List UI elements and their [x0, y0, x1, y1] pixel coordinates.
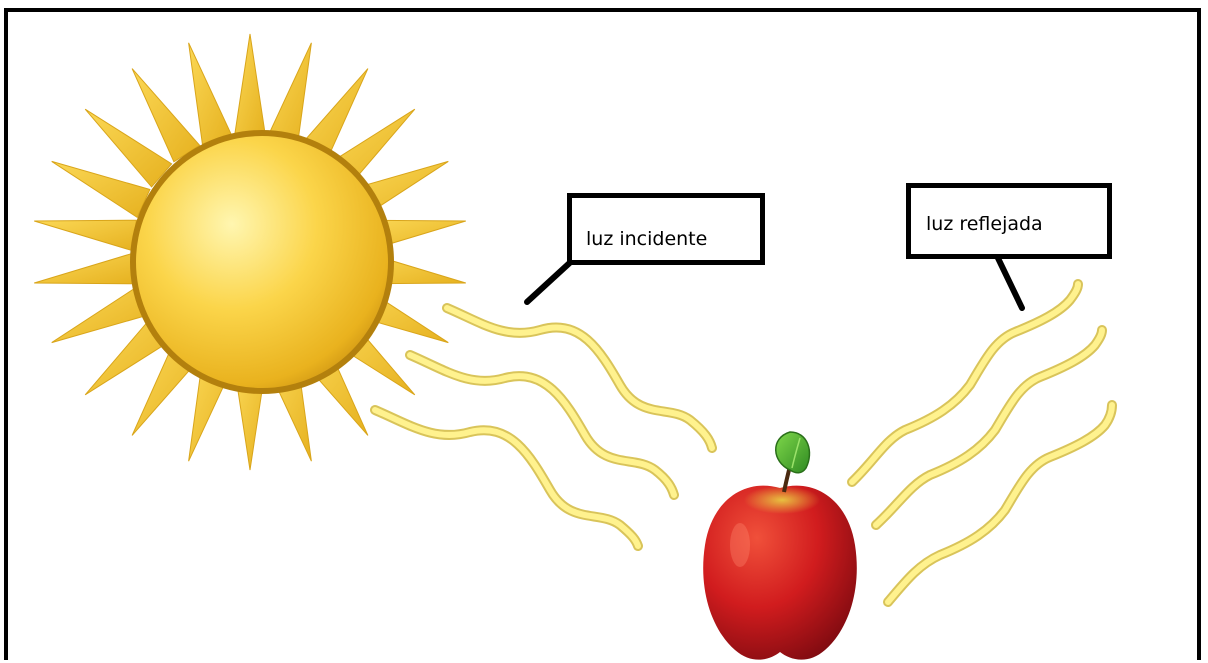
reflected-light-label: luz reflejada: [926, 213, 1043, 235]
incident-light-label: luz incidente: [586, 228, 707, 250]
reflected-wave-3: [888, 405, 1112, 602]
reflected-callout-pointer: [996, 254, 1022, 308]
incident-light-callout: luz incidente: [567, 193, 765, 265]
sun-ray: [34, 254, 136, 284]
sun-body: [136, 136, 388, 388]
apple-shine: [730, 523, 750, 567]
sun-ray: [189, 43, 232, 144]
apple-top-highlight: [744, 486, 820, 514]
leaf-icon: [776, 432, 810, 473]
sun-ray: [52, 161, 150, 217]
reflected-light-waves: [852, 284, 1112, 602]
apple-icon: [703, 432, 857, 660]
incident-light-waves: [375, 308, 712, 546]
sun-ray: [34, 220, 136, 250]
sun-ray: [268, 43, 311, 144]
incident-wave-3: [375, 410, 638, 546]
sun-icon: [34, 34, 466, 470]
reflected-light-callout: luz reflejada: [906, 183, 1112, 259]
sun-ray: [235, 34, 266, 135]
